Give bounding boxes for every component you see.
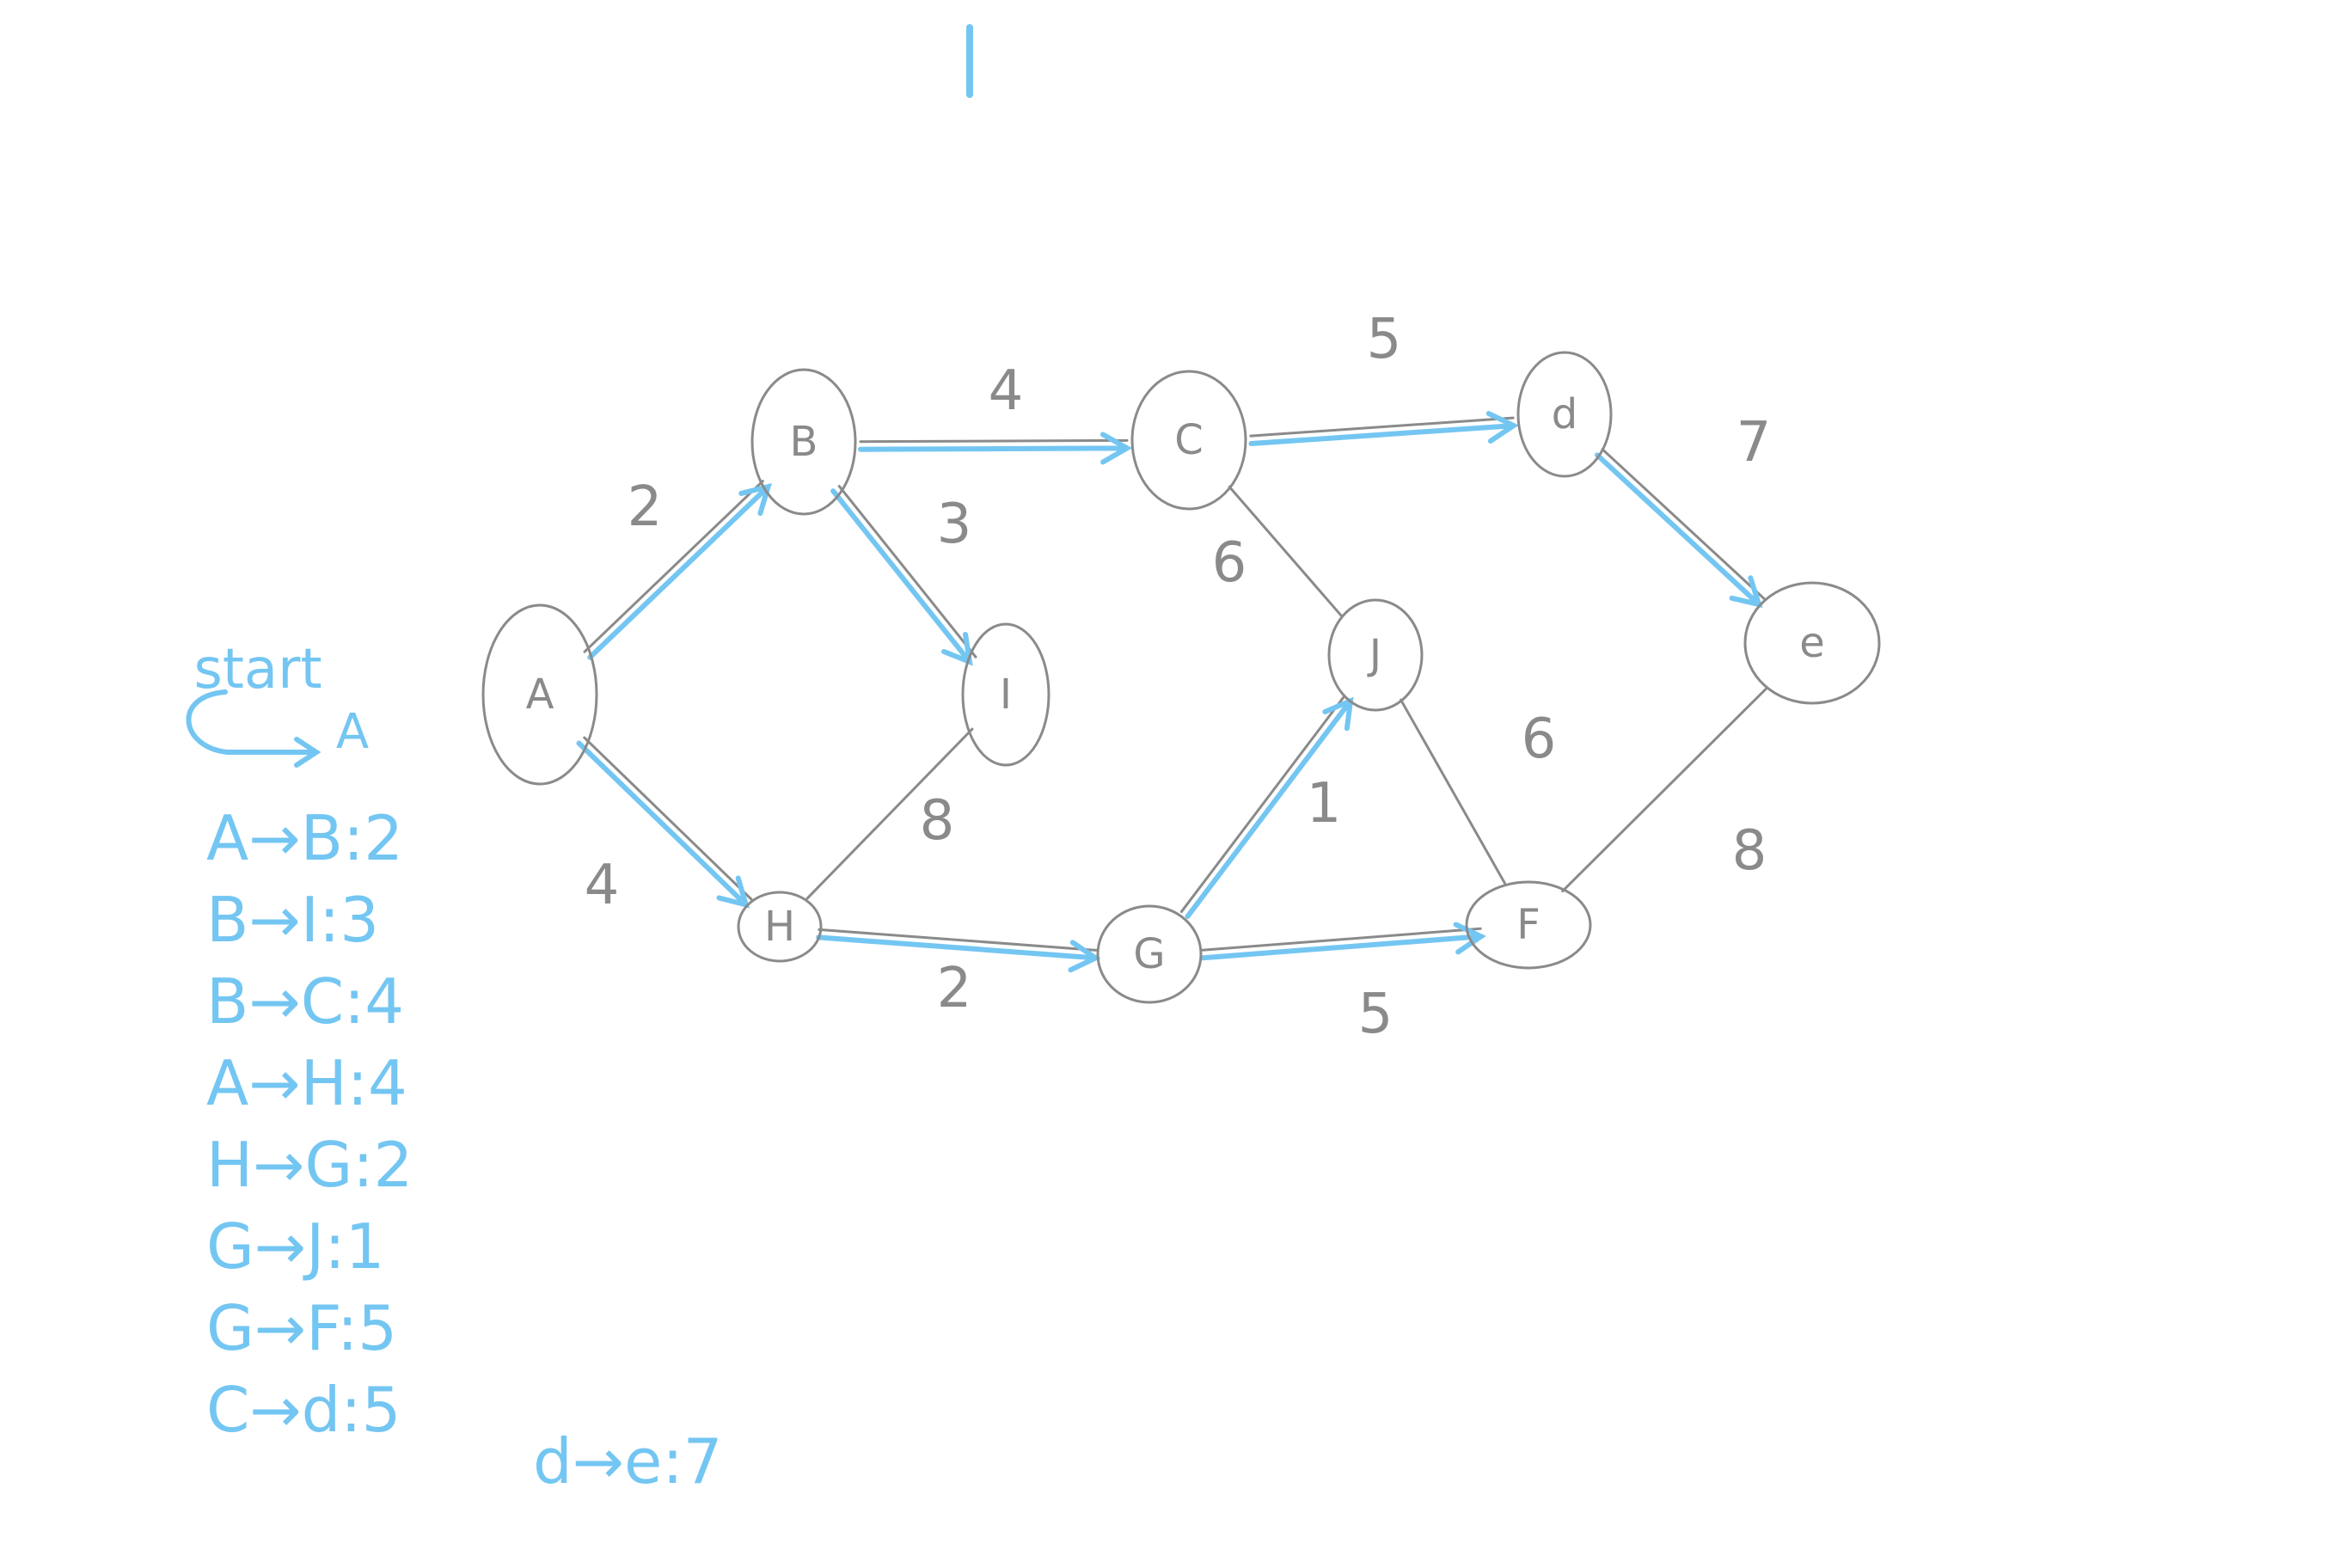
start-node-label: A (336, 704, 369, 760)
extra-step-label: d→e:7 (533, 1425, 722, 1498)
node-i: I (961, 622, 1050, 767)
step-line: B→I:3 (206, 884, 379, 956)
node-c: C (1130, 370, 1247, 511)
node-h-circle (737, 891, 823, 963)
edge-weights-layer: 2 4 4 3 5 6 7 8 2 1 5 6 8 (585, 308, 1772, 1046)
step-line: G→F:5 (206, 1292, 397, 1364)
node-e: e (1743, 581, 1881, 705)
edge-h-g (818, 928, 1098, 952)
tree-edge-a-h (576, 740, 750, 909)
node-h-label: H (764, 903, 795, 951)
weight-i-h: 8 (920, 789, 955, 853)
node-j-circle (1327, 598, 1424, 712)
node-g: G (1096, 904, 1203, 1004)
steps-list: A→B:2B→I:3B→C:4A→H:4H→G:2G→J:1G→F:5C→d:5 (206, 802, 413, 1446)
weight-g-f: 5 (1358, 983, 1393, 1046)
weight-c-d: 5 (1367, 308, 1402, 371)
node-g-circle (1096, 904, 1203, 1004)
weight-g-j: 1 (1307, 772, 1342, 836)
node-i-circle (961, 622, 1050, 767)
step-line: G→J:1 (206, 1210, 384, 1283)
node-a-label: A (526, 671, 554, 719)
edge-c-d (1249, 416, 1515, 438)
node-f: F (1465, 880, 1592, 970)
edge-a-h (583, 736, 753, 901)
edge-c-j (1228, 485, 1344, 618)
node-a-circle (481, 603, 598, 786)
node-a: A (481, 603, 598, 786)
tree-edge-c-d (1248, 411, 1519, 447)
node-d-label: d (1552, 390, 1577, 438)
weight-j-f: 6 (1522, 707, 1557, 771)
edge-d-e (1601, 448, 1766, 600)
node-f-circle (1465, 880, 1592, 970)
node-b-circle (750, 368, 857, 516)
step-line: C→d:5 (206, 1374, 401, 1446)
step-line: H→G:2 (206, 1129, 413, 1201)
weight-a-h: 4 (585, 854, 620, 917)
edge-b-i (837, 485, 977, 658)
node-g-label: G (1133, 930, 1165, 978)
node-f-label: F (1516, 901, 1540, 949)
tree-edge-g-f (1200, 922, 1486, 961)
node-d: d (1516, 351, 1613, 478)
edges-layer (583, 416, 1767, 952)
tree-edge-h-g (816, 934, 1101, 973)
weight-f-e: 8 (1732, 819, 1767, 883)
nodes-layer: A B Cd eI J H G F (481, 351, 1881, 1004)
weight-d-e: 7 (1736, 411, 1772, 475)
edge-j-f (1400, 698, 1506, 885)
node-h: H (737, 891, 823, 963)
node-d-circle (1516, 351, 1613, 478)
node-j-label: J (1367, 631, 1381, 679)
start-arrow (186, 689, 322, 768)
node-e-circle (1743, 581, 1881, 705)
notes-panel: start A A→B:2B→I:3B→C:4A→H:4H→G:2G→J:1G→… (186, 638, 722, 1498)
edge-b-c (859, 438, 1129, 444)
tree-edge-d-e (1594, 452, 1763, 609)
node-j: J (1327, 598, 1424, 712)
weight-h-g: 2 (937, 957, 972, 1020)
edge-f-e (1561, 688, 1767, 893)
edge-g-f (1201, 927, 1482, 952)
node-c-label: C (1174, 416, 1204, 464)
tree-edge-b-i (830, 488, 973, 666)
step-line: A→H:4 (206, 1047, 407, 1119)
weight-b-i: 3 (937, 493, 972, 556)
edge-i-h (805, 727, 974, 900)
node-i-label: I (1000, 671, 1012, 719)
step-line: A→B:2 (206, 802, 403, 874)
tree-edge-a-b (587, 482, 772, 660)
weight-a-b: 2 (628, 475, 663, 539)
node-b-label: B (790, 418, 818, 466)
node-c-circle (1130, 370, 1247, 511)
edge-g-j (1179, 695, 1346, 914)
edge-a-b (583, 480, 764, 653)
node-b: B (750, 368, 857, 516)
weight-b-c: 4 (989, 359, 1024, 423)
tree-edge-b-c (858, 432, 1133, 465)
step-line: B→C:4 (206, 965, 404, 1038)
node-e-label: e (1799, 619, 1825, 667)
tree-edges-layer (576, 411, 1763, 973)
weight-c-j: 6 (1212, 531, 1247, 595)
